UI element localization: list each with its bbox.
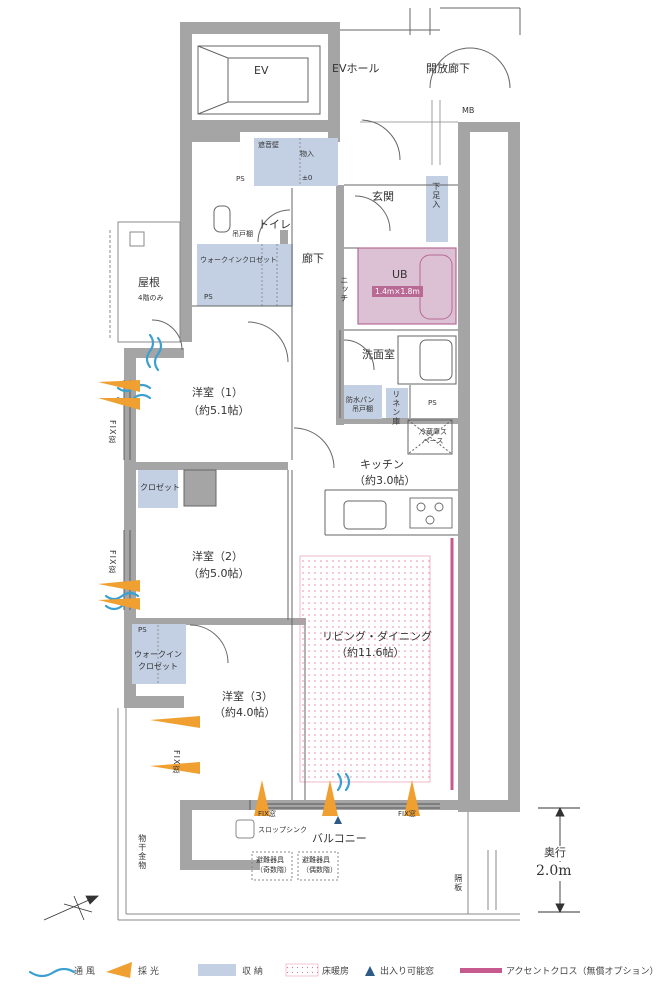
laundry-label: 物干金物 — [137, 834, 147, 870]
west1-label: 洋室（1） — [192, 386, 243, 399]
washroom-label: 洗面室 — [362, 348, 395, 361]
living-label: リビング・ダイニング — [322, 630, 432, 643]
partition-label: 隔板 — [453, 874, 463, 892]
toilet-shelf-label: 吊戸棚 — [232, 230, 253, 238]
west3-label: 洋室（3） — [222, 690, 273, 703]
west2-size-label: （約5.0帖） — [188, 567, 250, 580]
evac-odd-1: 避難器具 — [256, 856, 284, 864]
ev-label: EV — [254, 64, 269, 77]
roof-area — [109, 221, 181, 343]
ev-hall-label: EVホール — [332, 62, 380, 75]
slop-sink-label: スロップシンク — [258, 826, 307, 834]
fix-window-4: FIX窓 — [258, 810, 276, 818]
legend-light: 採 光 — [138, 967, 159, 977]
legend-accent: アクセントクロス（無償オプション） — [506, 967, 659, 977]
ub-size-label: 1.4m×1.8m — [372, 286, 423, 297]
walkin-closet-label: ウォークインクロゼット — [200, 256, 277, 264]
kitchen-size-label: （約3.0帖） — [354, 474, 416, 487]
kitchen-label: キッチン — [360, 458, 404, 471]
fix-window-3: FIX窓 — [171, 750, 181, 775]
fix-window-2: FIX窓 — [107, 550, 117, 575]
fix-window-5: FIX窓 — [398, 810, 416, 818]
niche-label: ニッチ — [339, 276, 349, 303]
shoe-box-label: 下足入 — [431, 182, 441, 209]
floor-heating-area — [299, 555, 431, 783]
ev-block — [197, 7, 521, 115]
legend-wind: 通 風 — [74, 967, 95, 977]
toilet-label: トイレ — [258, 218, 291, 231]
ub-label: UB — [392, 268, 408, 281]
legend-icons — [198, 963, 502, 977]
sound-wall-label: 遮音壁 — [258, 141, 279, 149]
mb-lines — [360, 100, 458, 165]
mb-label: MB — [462, 106, 475, 115]
entrance-label: 玄関 — [372, 190, 394, 203]
legend-storage: 収 納 — [242, 967, 263, 977]
open-corridor-label: 開放廊下 — [426, 62, 470, 75]
roof-label: 屋根 — [138, 276, 160, 289]
evac-odd-2: （奇数階） — [256, 866, 291, 874]
entry-window-mark — [334, 816, 342, 824]
waterproof-pan-label: 防水パン — [346, 396, 375, 404]
legend-floor-heat: 床暖房 — [322, 967, 350, 977]
evac-even-2: （偶数階） — [302, 866, 337, 874]
walkin2b-label: クロゼット — [138, 662, 178, 671]
corridor-label: 廊下 — [302, 252, 324, 265]
ps-label-4: PS — [138, 626, 147, 634]
stove — [409, 497, 453, 529]
interior-lines — [151, 119, 458, 800]
walkin2-label: ウォークイン — [134, 650, 182, 659]
closet-label: クロゼット — [140, 483, 180, 492]
storage-areas — [132, 138, 448, 684]
west3-size-label: （約4.0帖） — [214, 706, 276, 719]
light-marks — [98, 380, 420, 978]
ps-label-2: PS — [204, 293, 213, 301]
ps-label-3: PS — [428, 399, 437, 407]
ps-label-1: PS — [236, 175, 245, 183]
west1-size-label: （約5.1帖） — [188, 404, 250, 417]
fix-window-1: FIX窓 — [107, 420, 117, 445]
balcony-label: バルコニー — [312, 832, 367, 845]
compass-icon — [43, 895, 99, 921]
depth-label: 奥行 — [544, 846, 566, 861]
balcony-area — [117, 708, 520, 921]
level-label: ±0 — [302, 174, 313, 182]
evac-even-1: 避難器具 — [302, 856, 330, 864]
waterproof-shelf-label: 吊戸棚 — [352, 405, 373, 413]
roof-note-label: 4階のみ — [138, 294, 164, 302]
fridge-label: 冷蔵庫スペース — [419, 428, 447, 446]
legend-entry-window: 出入り可能窓 — [380, 967, 435, 977]
closet-top-label: 物入 — [300, 150, 314, 158]
linen-label: リネン庫 — [391, 390, 401, 426]
living-size-label: （約11.6帖） — [336, 646, 405, 659]
depth-value: 2.0m — [536, 862, 572, 881]
west2-label: 洋室（2） — [192, 550, 243, 563]
